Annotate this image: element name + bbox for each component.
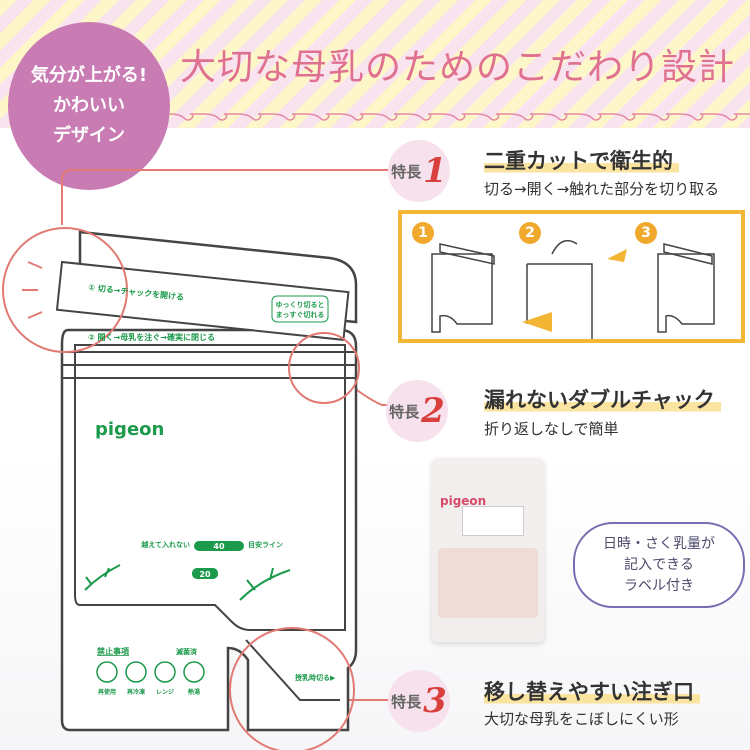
feature-3-badge: 特長 3 [388, 670, 450, 732]
design-badge: 気分が上がる! かわいい デザイン [8, 22, 170, 190]
badge-line: デザイン [53, 125, 125, 146]
feature-number: 2 [421, 391, 445, 431]
feature-3-heading: 移し替えやすい注ぎ口 [484, 676, 700, 706]
feature-1-sub: 切る→開く→触れた部分を切り取る [484, 180, 720, 198]
step-illustrations [431, 239, 715, 339]
bubble-line: ラベル付き [624, 577, 694, 594]
step-number: 2 [519, 222, 541, 244]
bag-illustration [55, 230, 358, 732]
milk-fill [438, 548, 538, 618]
product-photo: pigeon [432, 458, 544, 642]
feature-badge-label: 特長 [391, 162, 422, 181]
step-number: 3 [635, 222, 657, 244]
photo-brand-logo: pigeon [440, 494, 487, 508]
feature-number: 3 [423, 681, 447, 721]
feature-badge-label: 特長 [389, 402, 420, 421]
page-title: 大切な母乳のためのこだわり設計 [180, 47, 736, 88]
feature-3-sub: 大切な母乳をこぼしにくい形 [484, 710, 679, 728]
feature-badge-label: 特長 [391, 692, 422, 711]
feature-2-heading: 漏れないダブルチャック [484, 384, 721, 414]
feature-2-sub: 折り返しなしで簡単 [484, 420, 619, 438]
scallop-divider [170, 113, 750, 121]
step-number: 1 [412, 222, 434, 244]
label-speech-bubble: 日時・さく乳量が 記入できる ラベル付き [573, 522, 745, 608]
bubble-line: 日時・さく乳量が [603, 535, 715, 552]
badge-line: かわいい [53, 95, 125, 116]
feature-1-heading: 二重カットで衛生的 [484, 145, 679, 175]
write-label [462, 506, 524, 536]
steps-panel: 1 2 3 [398, 210, 745, 343]
bubble-line: 記入できる [624, 556, 694, 573]
feature-1-badge: 特長 1 [388, 140, 450, 202]
feature-2-badge: 特長 2 [386, 380, 448, 442]
badge-line: 気分が上がる! [30, 65, 148, 86]
feature-number: 1 [423, 151, 447, 191]
